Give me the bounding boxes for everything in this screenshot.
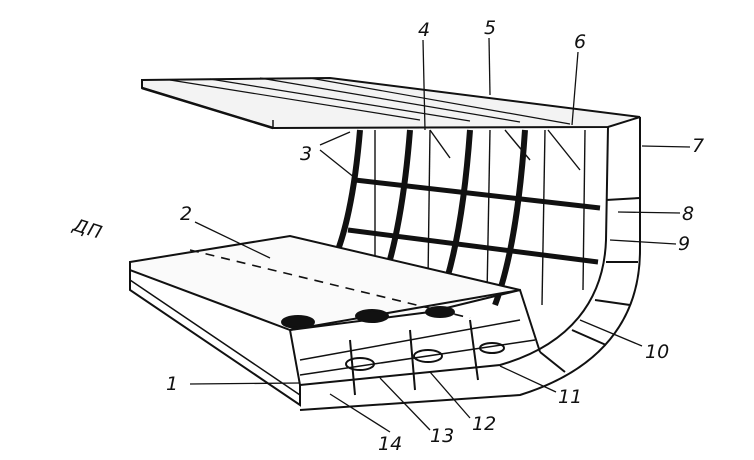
leader-lines — [189, 37, 691, 433]
label-5: 5 — [484, 17, 496, 39]
label-10: 10 — [645, 341, 669, 363]
label-1: 1 — [166, 373, 178, 395]
longitudinal-stringers — [347, 177, 601, 265]
label-3: 3 — [300, 143, 312, 165]
label-dp: ДП — [70, 214, 106, 243]
label-9: 9 — [678, 233, 690, 255]
label-7: 7 — [692, 135, 704, 157]
label-2: 2 — [180, 203, 192, 225]
label-8: 8 — [682, 203, 694, 225]
label-12: 12 — [472, 413, 496, 435]
label-11: 11 — [558, 386, 582, 408]
labels: ДП 1 2 3 4 5 6 7 8 9 10 11 12 13 14 — [70, 17, 705, 455]
frame-grid — [374, 129, 586, 306]
label-4: 4 — [418, 19, 430, 41]
inner-bottom-plating — [129, 234, 521, 332]
label-6: 6 — [574, 31, 586, 53]
label-13: 13 — [430, 425, 454, 447]
double-bottom-structure — [129, 270, 541, 407]
side-shell — [299, 117, 641, 411]
label-14: 14 — [378, 433, 402, 455]
deck-plating — [141, 76, 641, 130]
